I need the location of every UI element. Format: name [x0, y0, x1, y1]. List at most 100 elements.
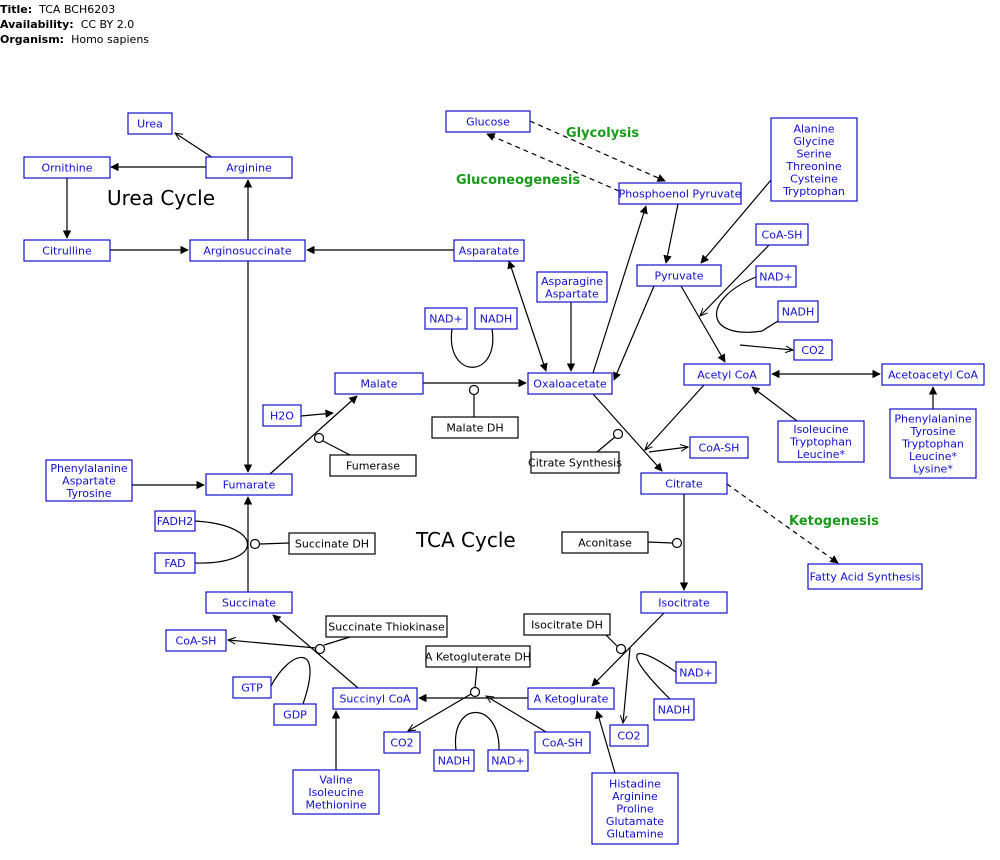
meta-organism-label: Organism: — [0, 33, 65, 46]
urea-cycle-label: Urea Cycle — [107, 186, 215, 210]
edge-nadh-nad-bottom — [454, 712, 500, 751]
node-asparatate: Asparatate — [453, 239, 525, 262]
node-label: Cysteine — [790, 172, 838, 185]
node-label: NAD+ — [429, 313, 462, 326]
catalysis-anchor — [313, 432, 325, 444]
node-label: Lysine* — [913, 463, 953, 476]
node-label: Succinate DH — [295, 538, 369, 551]
node-box — [453, 239, 525, 262]
node-label: Tyrosine — [65, 487, 111, 500]
meta-availability-value: CC BY 2.0 — [80, 18, 135, 31]
edge-succinylcoa-succinate — [272, 614, 359, 689]
node-oxaloacetate: Oxaloacetate — [527, 372, 613, 395]
node-succinylcoa: Succinyl CoA — [332, 687, 418, 710]
edge-nad-nadh-malate — [450, 328, 494, 368]
edge-pyruvate-oxaloacetate — [613, 285, 655, 381]
node-label: Glutamine — [606, 828, 663, 841]
node-box — [755, 223, 809, 246]
edge-arginine-urea — [175, 133, 214, 159]
node-co2-right: CO2 — [609, 724, 649, 747]
node-box — [23, 239, 111, 262]
node-box — [793, 339, 833, 361]
node-label: Aspartate — [545, 287, 599, 300]
edge-gtp-gdp — [270, 656, 311, 705]
node-label: Malate DH — [446, 422, 503, 435]
gluconeogenesis-label: Gluconeogenesis — [456, 173, 580, 188]
node-co2-top: CO2 — [793, 339, 833, 361]
node-box — [487, 749, 529, 772]
node-coash-left: CoA-SH — [165, 629, 227, 652]
edge-pyruvate-co2 — [739, 344, 793, 350]
node-label: Succinate Thiokinase — [328, 621, 445, 634]
node-label: Proline — [616, 803, 654, 816]
node-citrate: Citrate — [640, 472, 728, 495]
node-box — [165, 629, 227, 652]
node-coash-top: CoA-SH — [755, 223, 809, 246]
node-nadh-malate: NADH — [474, 307, 518, 330]
catalysis-anchor — [612, 428, 624, 440]
node-label: Tryptophan — [901, 438, 964, 451]
node-label: Pyruvate — [655, 270, 704, 283]
node-fatty-acid: Fatty Acid Synthesis — [807, 563, 923, 590]
node-label: Arginine — [226, 162, 272, 175]
node-coash-bottom: CoA-SH — [534, 731, 591, 754]
catalysis-anchor — [469, 686, 481, 698]
node-box — [807, 563, 923, 590]
node-label: Acetoacetyl CoA — [888, 369, 979, 382]
node-label: Ornithine — [41, 162, 92, 175]
edge-asparatate-oxaloacetate — [507, 260, 548, 372]
node-box — [329, 454, 417, 477]
node-box — [889, 408, 977, 479]
node-box — [640, 591, 728, 614]
edge-fadh2-fad — [194, 520, 249, 564]
edge-isocitrate-aketoglutarate — [591, 612, 665, 687]
node-label: NAD+ — [679, 667, 712, 680]
tca-cycle-label: TCA Cycle — [415, 528, 516, 552]
node-box — [332, 687, 418, 710]
node-label: Methionine — [305, 799, 366, 812]
node-label: FADH2 — [157, 515, 194, 528]
node-fumerase: Fumerase — [329, 454, 417, 477]
node-succinate-dh: Succinate DH — [288, 532, 376, 555]
catalysis-anchor — [671, 537, 683, 549]
node-pep: Phosphoenol Pyruvate — [618, 182, 742, 205]
node-co2-bottom: CO2 — [383, 731, 421, 754]
node-box — [777, 300, 819, 323]
node-aketoglutarate-dh: A Ketogluterate DH — [425, 645, 531, 668]
node-fadh2: FADH2 — [154, 510, 196, 532]
node-label: CoA-SH — [176, 635, 217, 648]
node-isocitrate: Isocitrate — [640, 591, 728, 614]
node-label: Citrate — [665, 478, 703, 491]
node-label: GTP — [241, 682, 263, 695]
node-label: Leucine* — [909, 450, 958, 463]
node-box — [383, 731, 421, 754]
labels: Urea Cycle TCA Cycle Glycolysis Gluconeo… — [107, 126, 879, 552]
node-nadh-top: NADH — [777, 300, 819, 323]
node-ornithine: Ornithine — [23, 156, 111, 179]
node-label: Tyrosine — [909, 425, 955, 438]
node-aconitase: Aconitase — [561, 531, 649, 554]
node-label: Isocitrate DH — [531, 619, 603, 632]
meta-title-row: Title: TCA BCH6203 — [0, 2, 149, 17]
node-label: Aspartate — [62, 475, 116, 488]
meta-organism-value: Homo sapiens — [71, 33, 150, 46]
node-malate: Malate — [334, 372, 424, 395]
node-box — [325, 615, 448, 638]
node-fumarate: Fumarate — [205, 473, 293, 496]
node-nadh-bottom: NADH — [433, 749, 475, 772]
edge-aminoacids-pyruvate — [700, 179, 772, 264]
node-box — [640, 472, 728, 495]
node-urea: Urea — [127, 112, 173, 135]
edge-nad-nadh-pyruvate — [715, 276, 779, 333]
node-acetoacetylcoa: Acetoacetyl CoA — [881, 363, 985, 386]
node-label: Citrulline — [42, 245, 92, 258]
node-box — [609, 724, 649, 747]
node-nadh-right: NADH — [653, 698, 695, 721]
edge-citrate-coash — [648, 447, 688, 453]
node-his-group: HistadineArginineProlineGlutamateGlutami… — [591, 772, 679, 845]
node-box — [591, 772, 679, 845]
node-label: CoA-SH — [699, 442, 740, 455]
node-label: Arginine — [612, 790, 658, 803]
